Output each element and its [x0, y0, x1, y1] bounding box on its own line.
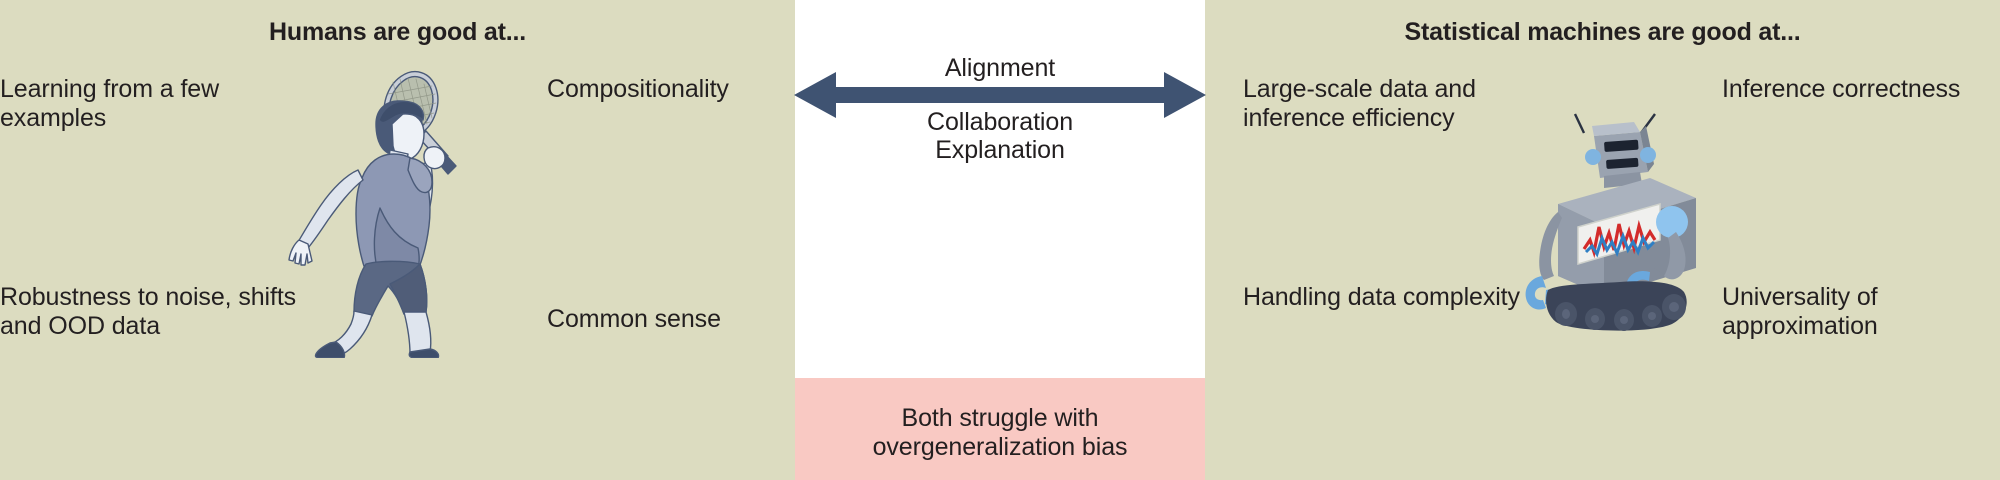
human-capability-common-sense: Common sense [547, 305, 721, 333]
tennis-player-illustration [288, 70, 457, 358]
shared-challenge-box [795, 378, 1205, 480]
machine-capability-universality-approximation: Universality of approximation [1722, 283, 1878, 340]
alignment-label: Alignment [944, 54, 1056, 82]
shared-challenge-line-1: Both struggle with [901, 404, 1099, 432]
explanation-label: Explanation [935, 136, 1065, 164]
machines-heading: Statistical machines are good at... [1404, 18, 1801, 46]
machine-capability-large-scale-data: Large-scale data and inference efficienc… [1243, 75, 1476, 132]
human-capability-learning-few-examples: Learning from a few examples [0, 75, 220, 132]
double-headed-arrow-icon [794, 72, 1206, 118]
machine-capability-inference-correctness: Inference correctness [1722, 75, 1961, 103]
humans-heading: Humans are good at... [269, 18, 526, 46]
shared-challenge-text: Both struggle with overgeneralization bi… [795, 404, 1205, 462]
human-capability-robustness: Robustness to noise, shifts and OOD data [0, 283, 297, 340]
robot-illustration [1525, 113, 1696, 331]
machine-capability-handling-data-complexity: Handling data complexity [1243, 283, 1520, 311]
shared-challenge-line-2: overgeneralization bias [872, 433, 1128, 461]
human-capability-compositionality: Compositionality [547, 75, 729, 103]
collaboration-label: Collaboration [926, 108, 1073, 136]
center-panel [795, 0, 1205, 480]
